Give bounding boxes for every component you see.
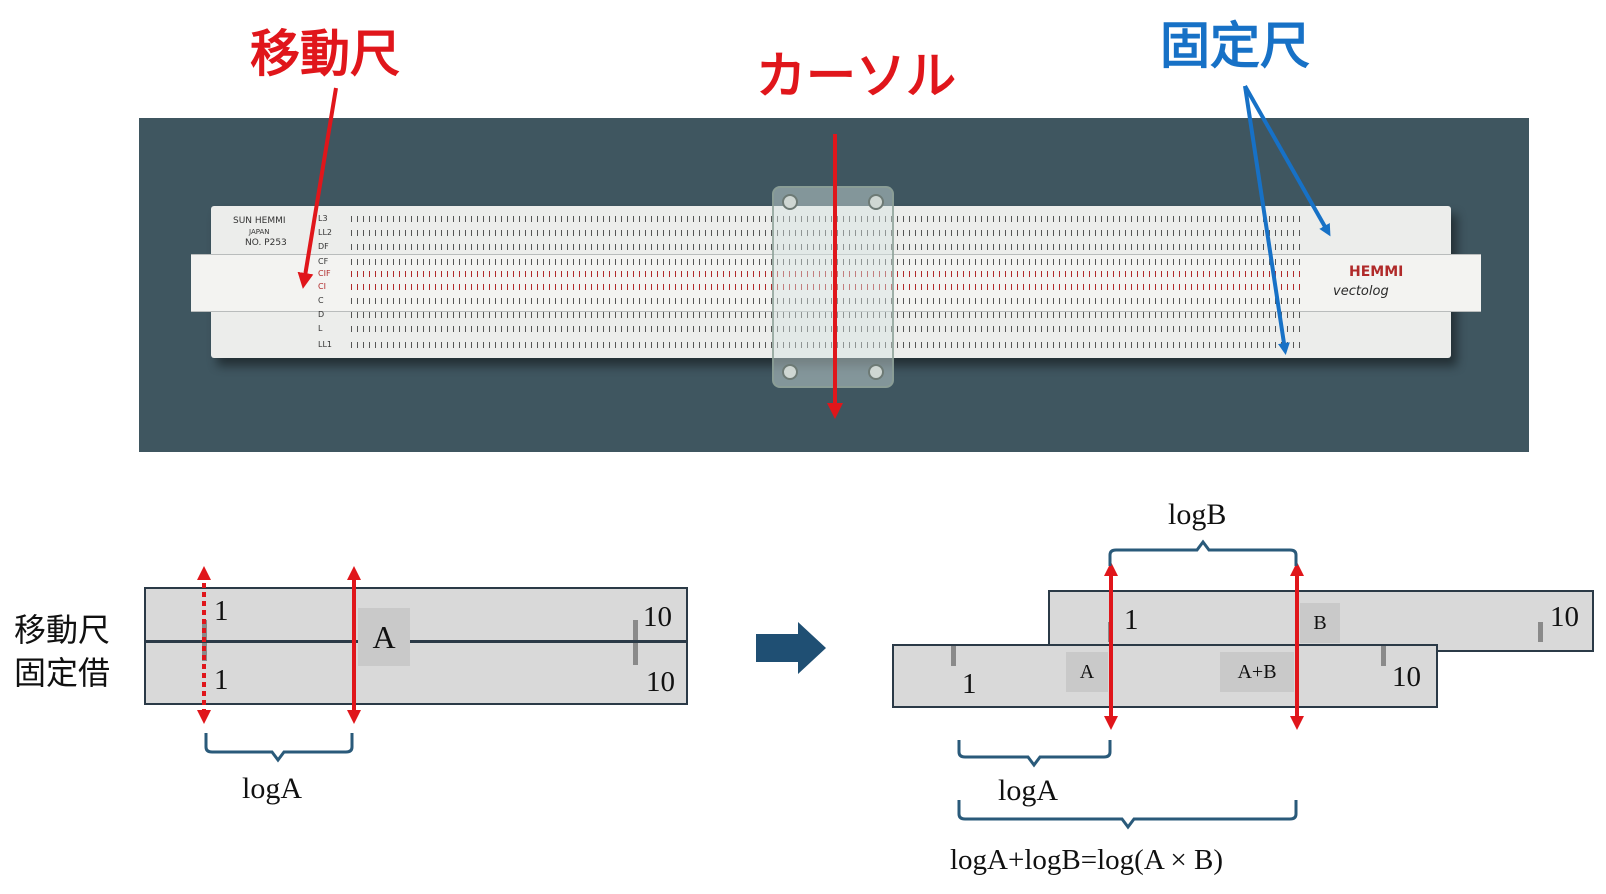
left-side-label-top: 移動尺 [14, 611, 111, 649]
right-loga-brace [957, 740, 1112, 768]
scale-name-ll2: LL2 [318, 228, 333, 237]
left-loga-brace [204, 733, 354, 763]
right-brace-mid-label: logA [998, 774, 1058, 807]
right-fixed-marker-ab: A+B [1220, 652, 1294, 692]
scale-name-d: D [318, 310, 325, 319]
cursor-label: カーソル [756, 47, 956, 105]
right-fixed-ruler [892, 644, 1438, 708]
slide-rule-photo: SUN HEMMI JAPAN NO. P253 L3 LL2 DF CF CI… [139, 118, 1529, 452]
brand-right-text: HEMMI [1349, 264, 1404, 280]
right-slide-end-tick [1538, 622, 1543, 642]
scale-name-c: C [318, 296, 324, 305]
product-formula: logA+logB=log(A × B) [950, 844, 1224, 876]
right-brace-top-label: logB [1168, 498, 1227, 531]
screw [868, 364, 884, 380]
right-fixed-end-tick [1381, 646, 1386, 666]
right-fixed-marker-a: A [1066, 652, 1108, 692]
transition-arrow [756, 622, 826, 674]
left-slide-end-number: 10 [643, 601, 672, 633]
left-fixed-ruler [144, 641, 688, 705]
scale-track [351, 298, 1301, 304]
left-side-label-bottom: 固定借 [14, 654, 111, 692]
brand-right-sub-text: vectolog [1333, 284, 1389, 299]
right-fixed-start-number: 1 [962, 668, 977, 700]
left-fixed-end-tick [633, 643, 638, 665]
scale-name-cif: CIF [318, 269, 331, 278]
scale-track [351, 284, 1301, 290]
left-marker-a: A [358, 608, 410, 666]
left-slide-start-number: 1 [214, 595, 229, 627]
screw [868, 194, 884, 210]
left-fixed-end-number: 10 [646, 666, 675, 698]
right-slide-end-number: 10 [1550, 601, 1579, 633]
scale-name-df: DF [318, 242, 329, 251]
scale-name-ci: CI [318, 282, 326, 291]
scale-track [351, 326, 1301, 332]
screw [782, 194, 798, 210]
scale-name-cf: CF [318, 257, 329, 266]
left-brace-label: logA [242, 772, 302, 805]
scale-name-l: L [318, 324, 323, 333]
scale-track [351, 259, 1301, 265]
made-in-text: JAPAN [249, 228, 270, 236]
fixed-rule-label: 固定尺 [1160, 17, 1310, 75]
screw [782, 364, 798, 380]
brand-top-text: SUN HEMMI [233, 216, 286, 226]
right-slide-marker-b: B [1300, 603, 1340, 643]
left-fixed-start-number: 1 [214, 664, 229, 696]
right-slide-start-number: 1 [1124, 604, 1139, 636]
scale-track [351, 216, 1301, 222]
right-slide-start-tick [1108, 622, 1113, 642]
left-fixed-start-tick [202, 643, 207, 661]
right-logb-brace [1108, 539, 1298, 566]
right-fixed-start-tick [951, 646, 956, 666]
cursor-glass [772, 186, 894, 388]
scale-track [351, 230, 1301, 236]
left-slide-end-tick [633, 620, 638, 642]
scale-name-ll1: LL1 [318, 340, 333, 349]
model-text: NO. P253 [245, 238, 287, 248]
scale-track [351, 271, 1301, 277]
scale-track [351, 244, 1301, 250]
right-fixed-end-number: 10 [1392, 661, 1421, 693]
scale-track [351, 342, 1301, 348]
sliding-rule-label: 移動尺 [250, 25, 400, 83]
scale-name-l3: L3 [318, 214, 328, 223]
left-slide-start-tick [202, 620, 207, 642]
scale-track [351, 312, 1301, 318]
